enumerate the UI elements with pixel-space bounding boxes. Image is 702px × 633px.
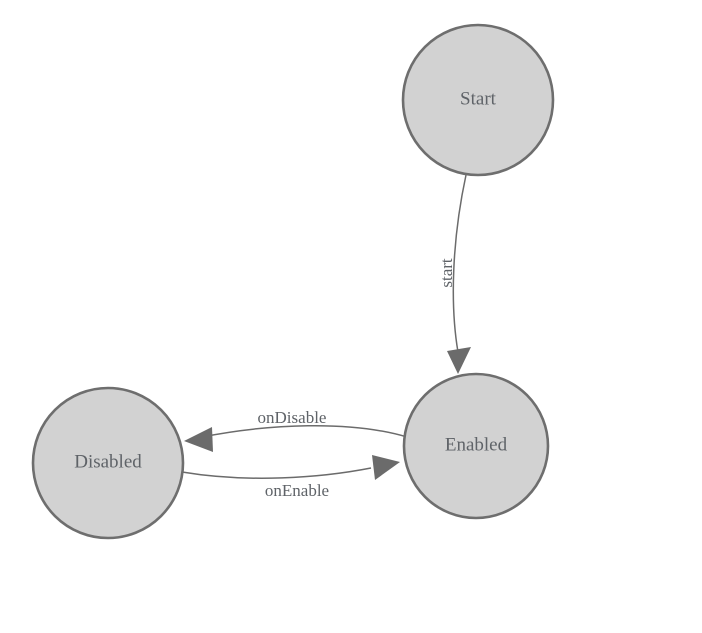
edge-disabled-to-enabled-path	[181, 467, 372, 479]
node-disabled[interactable]: Disabled	[31, 386, 185, 540]
edge-enabled-to-disabled-arrowhead	[184, 427, 213, 452]
node-disabled-circle	[31, 386, 185, 540]
edge-start-to-enabled-arrowhead	[447, 347, 471, 374]
node-start[interactable]: Start	[401, 23, 555, 177]
edge-label-on-enable: onEnable	[265, 481, 329, 500]
edge-disabled-to-enabled[interactable]	[181, 455, 400, 480]
node-disabled-label: Disabled	[74, 451, 142, 472]
node-enabled-circle	[402, 372, 550, 520]
edge-disabled-to-enabled-arrowhead	[372, 455, 400, 480]
edge-label-start: start	[437, 258, 456, 288]
edge-start-to-enabled-path	[452, 174, 467, 353]
edge-label-on-disable: onDisable	[258, 408, 327, 427]
edge-enabled-to-disabled-path	[201, 424, 408, 438]
node-enabled-label: Enabled	[445, 434, 508, 455]
edge-start-to-enabled[interactable]	[447, 174, 471, 374]
node-start-label: Start	[460, 88, 497, 109]
edge-enabled-to-disabled[interactable]	[184, 424, 408, 452]
node-enabled[interactable]: Enabled	[402, 372, 550, 520]
node-start-circle	[401, 23, 555, 177]
